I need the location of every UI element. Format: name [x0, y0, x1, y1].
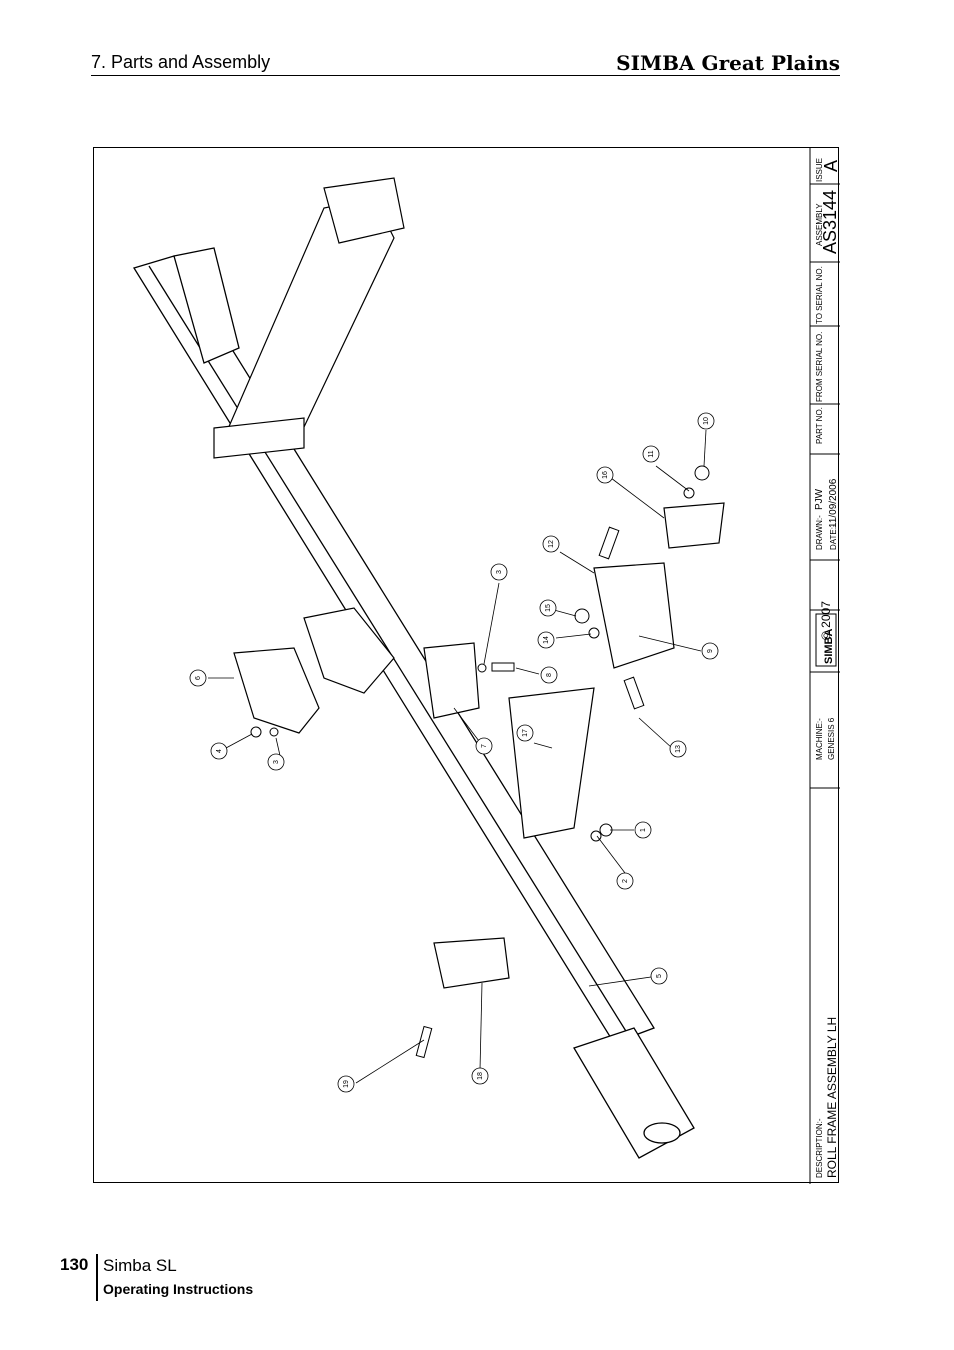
- product-name: Simba SL: [103, 1256, 177, 1275]
- callout-circle-7: [475, 737, 493, 755]
- callout-7: 7: [481, 744, 488, 748]
- callout-11: 11: [648, 450, 655, 457]
- upper-arm: [213, 177, 405, 459]
- page-number: 130: [60, 1255, 89, 1274]
- callout-circle-8: [540, 666, 558, 684]
- callout-circle-17: [516, 724, 534, 742]
- issue-label: ISSUE: [815, 158, 824, 182]
- callout-circle-4: [210, 742, 228, 760]
- date-value: 11/09/2006: [828, 478, 839, 528]
- callout-19: 19: [343, 1080, 350, 1088]
- date-label: DATE:-: [829, 524, 838, 550]
- callout-17: 17: [522, 729, 529, 737]
- assembly-drawing: ISSUE A ASSEMBLY AS3144 TO SERIAL NO. FR…: [93, 147, 840, 1184]
- footer-divider: [96, 1254, 98, 1301]
- callout-circle-6: [189, 669, 207, 687]
- callout-circle-2: [616, 872, 634, 890]
- assembly-value: AS3144: [820, 190, 840, 254]
- assembly-label: ASSEMBLY: [815, 203, 824, 246]
- drawn-value: PJW: [814, 488, 825, 510]
- description-value: ROLL FRAME ASSEMBLY LH: [825, 1017, 839, 1178]
- brackets: [233, 502, 725, 989]
- to-serial-label: TO SERIAL NO.: [815, 266, 824, 324]
- callout-14: 14: [543, 636, 550, 644]
- part-no-label: PART NO.: [815, 407, 824, 444]
- callout-8: 8: [546, 673, 553, 677]
- callout-circle-1: [634, 821, 652, 839]
- callout-16: 16: [602, 471, 609, 479]
- callout-circle-10: [697, 412, 715, 430]
- callout-circle-16: [596, 466, 614, 484]
- callout-circle-11: [642, 445, 660, 463]
- callout-circle-12: [542, 535, 560, 553]
- callout-3b: 3: [273, 760, 280, 764]
- callout-13: 13: [675, 745, 682, 753]
- callout-circle-3b: [267, 753, 285, 771]
- callout-circle-15: [539, 599, 557, 617]
- header-rule: [91, 75, 840, 76]
- section-title: 7. Parts and Assembly: [91, 52, 271, 72]
- issue-value: A: [821, 160, 840, 172]
- callout-circle-13: [669, 740, 687, 758]
- callout-6: 6: [195, 676, 202, 680]
- callout-circle-5: [650, 967, 668, 985]
- callout-9: 9: [707, 649, 714, 653]
- callout-3: 3: [496, 570, 503, 574]
- callout-2: 2: [622, 879, 629, 883]
- drawing-svg: ISSUE A ASSEMBLY AS3144 TO SERIAL NO. FR…: [133, 148, 840, 1184]
- copyright: © 2007: [819, 601, 833, 640]
- callout-12: 12: [548, 540, 555, 548]
- callout-4: 4: [216, 749, 223, 753]
- callout-numbers: 1 2 3 3 4 5 6 7 8 9 10 11 12 13 14 15 16…: [195, 417, 714, 1088]
- document-subtitle: Operating Instructions: [103, 1281, 254, 1297]
- main-beam: [133, 247, 695, 1159]
- callout-15: 15: [545, 604, 552, 612]
- title-block-text: ISSUE A ASSEMBLY AS3144 TO SERIAL NO. FR…: [814, 158, 840, 1178]
- callout-1: 1: [640, 828, 647, 832]
- callout-circle-18: [471, 1067, 489, 1085]
- callout-10: 10: [703, 417, 710, 425]
- callouts: [189, 412, 719, 1093]
- callout-circle-19: [337, 1075, 355, 1093]
- brand-logo: SIMBA Great Plains: [616, 51, 840, 75]
- callout-circle-9: [701, 642, 719, 660]
- callout-circle-3: [490, 563, 508, 581]
- machine-value: GENESIS 6: [827, 717, 836, 760]
- from-serial-label: FROM SERIAL NO.: [815, 332, 824, 402]
- machine-label: MACHINE:-: [815, 718, 824, 760]
- drawn-label: DRAWN:-: [815, 515, 824, 550]
- callout-18: 18: [477, 1072, 484, 1080]
- callout-5: 5: [656, 974, 663, 978]
- callout-circle-14: [537, 631, 555, 649]
- description-label: DESCRIPTION:-: [815, 1118, 824, 1178]
- title-block: [809, 148, 840, 1184]
- simba-logo: SIMBA: [823, 629, 835, 665]
